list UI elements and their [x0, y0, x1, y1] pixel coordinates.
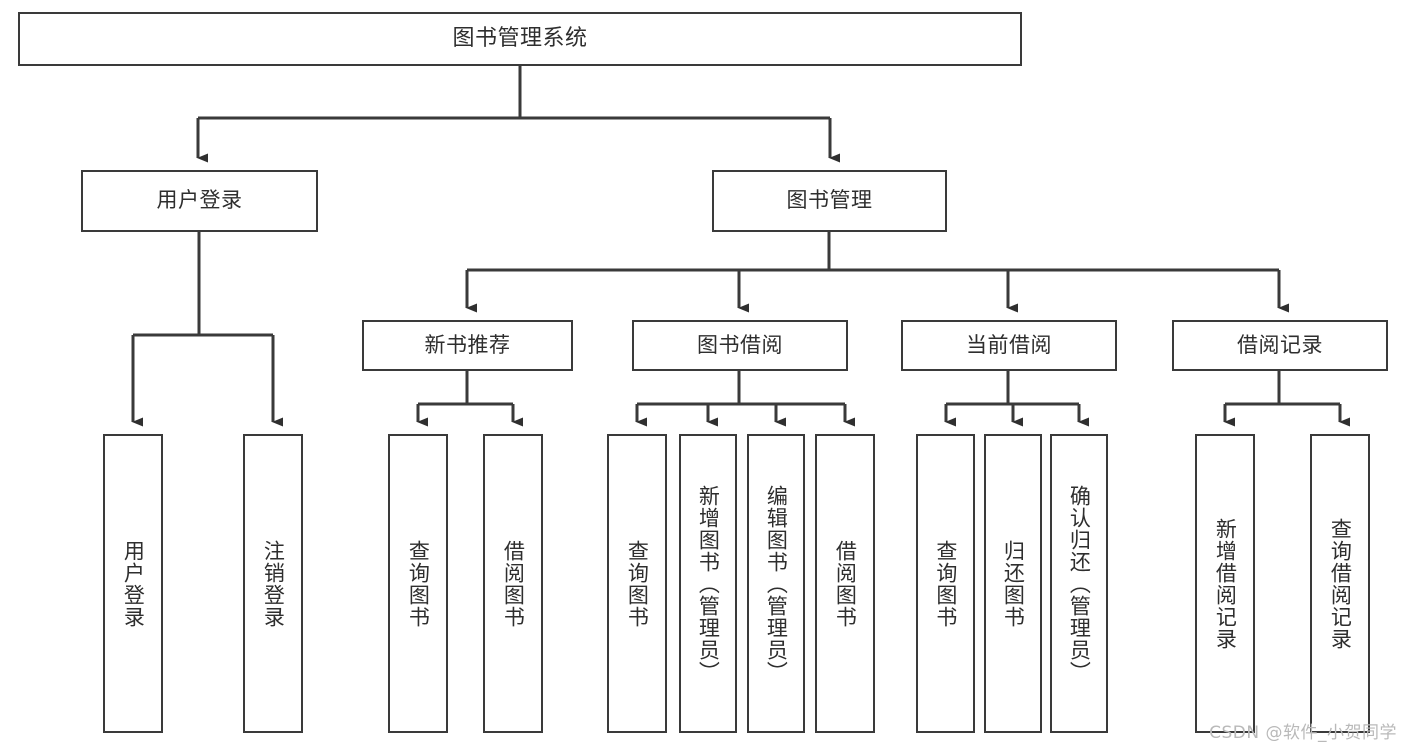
leaf-return-book-label: 归还图书: [1001, 539, 1026, 628]
leaf-query-book-recommend-label: 查询图书: [406, 539, 431, 628]
node-root[interactable]: 图书管理系统: [18, 12, 1022, 66]
node-new-book-recommend-label: 新书推荐: [424, 332, 511, 357]
leaf-add-book-admin[interactable]: 新增图书（管理员）: [679, 434, 737, 733]
node-borrow-record[interactable]: 借阅记录: [1172, 320, 1388, 371]
node-borrow-record-label: 借阅记录: [1237, 332, 1323, 357]
leaf-query-borrow-record[interactable]: 查询借阅记录: [1310, 434, 1370, 733]
leaf-query-borrow-record-label: 查询借阅记录: [1328, 517, 1353, 650]
leaf-edit-book-admin-label: 编辑图书（管理员）: [764, 484, 789, 683]
leaf-logout[interactable]: 注销登录: [243, 434, 303, 733]
node-current-borrow[interactable]: 当前借阅: [901, 320, 1117, 371]
leaf-query-book-recommend[interactable]: 查询图书: [388, 434, 448, 733]
leaf-borrow-book[interactable]: 借阅图书: [815, 434, 875, 733]
node-book-borrow[interactable]: 图书借阅: [632, 320, 848, 371]
node-new-book-recommend[interactable]: 新书推荐: [362, 320, 573, 371]
node-current-borrow-label: 当前借阅: [966, 332, 1052, 357]
leaf-confirm-return-admin[interactable]: 确认归还（管理员）: [1050, 434, 1108, 733]
leaf-return-book[interactable]: 归还图书: [984, 434, 1042, 733]
leaf-add-borrow-record[interactable]: 新增借阅记录: [1195, 434, 1255, 733]
node-book-management-label: 图书管理: [786, 188, 873, 213]
leaf-borrow-book-label: 借阅图书: [833, 539, 858, 628]
leaf-confirm-return-admin-label: 确认归还（管理员）: [1067, 484, 1092, 683]
leaf-user-login-label: 用户登录: [121, 539, 146, 628]
node-book-management[interactable]: 图书管理: [712, 170, 947, 232]
leaf-logout-label: 注销登录: [261, 539, 286, 628]
node-book-borrow-label: 图书借阅: [697, 332, 783, 357]
node-root-label: 图书管理系统: [452, 25, 588, 51]
leaf-borrow-book-recommend[interactable]: 借阅图书: [483, 434, 543, 733]
leaf-add-book-admin-label: 新增图书（管理员）: [696, 484, 721, 683]
leaf-user-login[interactable]: 用户登录: [103, 434, 163, 733]
leaf-query-book-borrow-label: 查询图书: [625, 539, 650, 628]
leaf-borrow-book-recommend-label: 借阅图书: [501, 539, 526, 628]
node-user-login-label: 用户登录: [156, 188, 243, 213]
leaf-edit-book-admin[interactable]: 编辑图书（管理员）: [747, 434, 805, 733]
leaf-query-book-borrow[interactable]: 查询图书: [607, 434, 667, 733]
node-user-login[interactable]: 用户登录: [81, 170, 318, 232]
leaf-add-borrow-record-label: 新增借阅记录: [1213, 517, 1238, 650]
leaf-query-book-current[interactable]: 查询图书: [916, 434, 975, 733]
leaf-query-book-current-label: 查询图书: [933, 539, 958, 628]
